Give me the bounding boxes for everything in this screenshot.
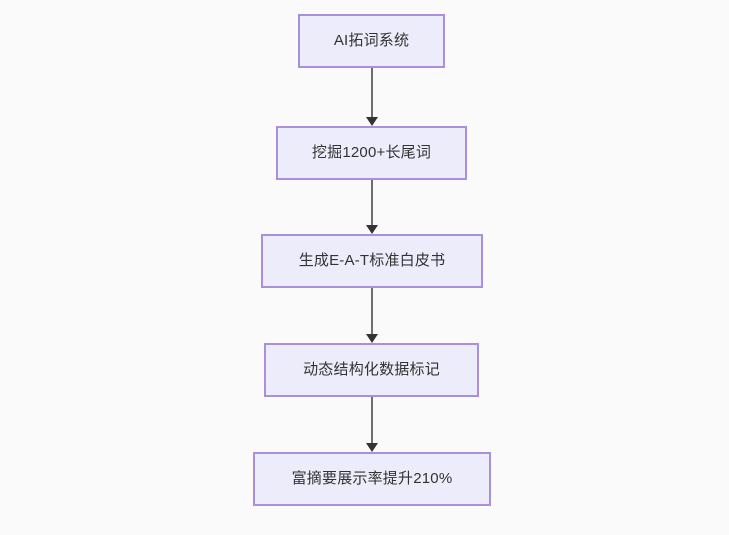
flow-edge-4-5 bbox=[361, 397, 383, 452]
flow-edge-1-2 bbox=[361, 68, 383, 126]
flow-edge-3-4 bbox=[361, 288, 383, 343]
flow-node-rich-snippet-impression-lift[interactable]: 富摘要展示率提升210% bbox=[253, 452, 491, 506]
edge-line bbox=[371, 288, 373, 335]
edge-line bbox=[371, 68, 373, 118]
edge-line bbox=[371, 397, 373, 444]
arrowhead-icon bbox=[366, 334, 378, 343]
flow-edge-2-3 bbox=[361, 180, 383, 234]
flow-node-dynamic-structured-data-markup[interactable]: 动态结构化数据标记 bbox=[264, 343, 479, 397]
flow-node-generate-eat-whitepaper[interactable]: 生成E-A-T标准白皮书 bbox=[261, 234, 483, 288]
edge-line bbox=[371, 180, 373, 226]
arrowhead-icon bbox=[366, 225, 378, 234]
flow-node-mine-longtail-keywords[interactable]: 挖掘1200+长尾词 bbox=[276, 126, 467, 180]
arrowhead-icon bbox=[366, 117, 378, 126]
arrowhead-icon bbox=[366, 443, 378, 452]
flow-node-ai-keyword-system[interactable]: AI拓词系统 bbox=[298, 14, 445, 68]
